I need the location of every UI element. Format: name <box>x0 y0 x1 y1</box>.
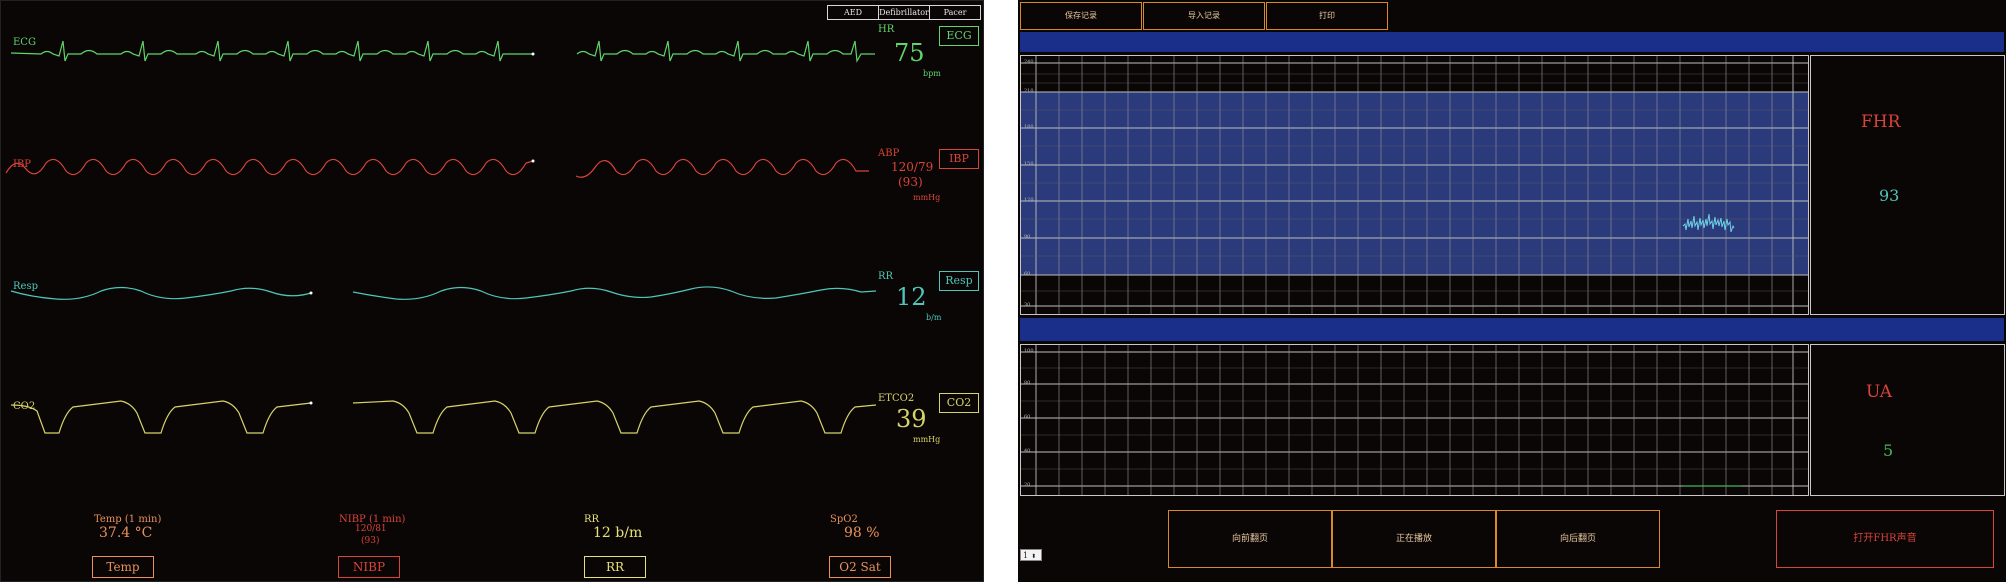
fetal-monitor-screen: 保存记录 导入记录 打印 240 210 180 150 120 90 <box>1018 0 2006 582</box>
fhr-axis-240: 240 <box>1024 59 1034 65</box>
ua-grid-vertical <box>1058 345 1773 495</box>
fhr-axis-30: 30 <box>1024 302 1031 308</box>
select-arrow-icon: ⬍ <box>1031 553 1037 560</box>
co2-cursor-dot <box>309 401 313 405</box>
abp-mean: (93) <box>898 175 923 189</box>
ibp-wave-label: IBP <box>13 159 32 170</box>
playing-button[interactable]: 正在播放 <box>1332 510 1496 568</box>
resp-waveform <box>10 286 312 300</box>
save-record-button[interactable]: 保存记录 <box>1020 2 1142 30</box>
ibp-waveform <box>5 158 534 176</box>
ua-grid-minor <box>1021 367 1808 470</box>
ecg-waveform <box>10 40 533 62</box>
fhr-trace <box>1682 213 1735 233</box>
co2-waveform <box>10 400 312 434</box>
ibp-cursor-dot <box>531 159 535 163</box>
hr-value: 75 <box>894 39 925 67</box>
fhr-grid-vertical <box>1058 56 1773 314</box>
patient-monitor-screen: AED Defibrillator Pacer ECG IBP Resp CO2… <box>0 0 984 582</box>
print-button[interactable]: 打印 <box>1266 2 1388 30</box>
ua-axis-80: 80 <box>1024 380 1031 386</box>
resp-button[interactable]: Resp <box>939 271 979 291</box>
playback-speed-value: 1 <box>1023 551 1029 560</box>
ua-header-bar <box>1020 318 2004 341</box>
hr-label: HR <box>878 24 895 35</box>
fhr-chart-panel: 240 210 180 150 120 90 60 30 <box>1020 55 1809 315</box>
temp-title: Temp (1 min) <box>94 514 162 525</box>
ecg-cursor-dot <box>531 52 535 56</box>
ua-label: UA <box>1866 382 1893 402</box>
rr-bottom-value: 12 b/m <box>593 525 643 541</box>
fhr-readout-panel: FHR 93 <box>1810 55 2005 315</box>
co2-wave-label: CO2 <box>13 401 36 412</box>
abp-value: 120/79 <box>891 160 934 174</box>
spo2-value: 98 % <box>844 525 880 541</box>
temp-button[interactable]: Temp <box>92 556 154 578</box>
fhr-axis-180: 180 <box>1024 124 1034 130</box>
ua-axis-100: 100 <box>1024 348 1034 354</box>
resp-cursor-dot <box>309 291 313 295</box>
ecg-wave-label: ECG <box>13 37 36 48</box>
fhr-header-bar <box>1020 32 2004 52</box>
ecg-button[interactable]: ECG <box>939 26 979 46</box>
fhr-axis-150: 150 <box>1024 161 1034 167</box>
rr-bottom-title: RR <box>584 514 600 525</box>
spo2-title: SpO2 <box>830 514 858 525</box>
playback-speed-select[interactable]: 1⬍ <box>1020 549 1042 561</box>
temp-value: 37.4 °C <box>99 525 153 541</box>
page-back-button[interactable]: 向后翻页 <box>1496 510 1660 568</box>
etco2-label: ETCO2 <box>878 393 915 404</box>
ibp-button[interactable]: IBP <box>939 149 979 169</box>
pacer-mode-button[interactable]: Pacer <box>929 5 981 20</box>
rr-unit: b/m <box>926 313 942 322</box>
resp-wave-label: Resp <box>13 281 38 292</box>
fhr-grid-minor <box>1021 73 1808 292</box>
rr-value: 12 <box>896 283 927 311</box>
fhr-grid <box>1021 56 1808 314</box>
co2-waveform-2 <box>352 400 877 434</box>
defibrillator-mode-button[interactable]: Defibrillator <box>878 5 930 20</box>
etco2-unit: mmHg <box>913 435 941 444</box>
ecg-waveform-2 <box>576 40 875 63</box>
nibp-mean: (93) <box>361 536 380 546</box>
ua-readout-panel: UA 5 <box>1810 344 2005 496</box>
nibp-title: NIBP (1 min) <box>339 514 406 525</box>
rr-button[interactable]: RR <box>584 556 646 578</box>
fhr-normal-range-band <box>1021 92 1808 275</box>
fhr-chart <box>1021 56 1808 314</box>
waveform-area <box>5 40 877 434</box>
ua-chart <box>1021 345 1808 495</box>
hr-unit: bpm <box>923 69 941 78</box>
fhr-axis-120: 120 <box>1024 197 1034 203</box>
ua-axis-60: 60 <box>1024 414 1031 420</box>
resp-waveform-2 <box>352 286 877 300</box>
ua-grid <box>1021 345 1808 495</box>
abp-label: ABP <box>878 148 900 159</box>
fhr-axis-60: 60 <box>1024 271 1031 277</box>
rr-label: RR <box>878 271 894 282</box>
fhr-value: 93 <box>1879 186 1900 205</box>
o2-sat-button[interactable]: O2 Sat <box>829 556 891 578</box>
ua-chart-panel: 100 80 60 40 20 <box>1020 344 1809 496</box>
etco2-value: 39 <box>896 405 927 433</box>
import-record-button[interactable]: 导入记录 <box>1143 2 1265 30</box>
nibp-button[interactable]: NIBP <box>338 556 400 578</box>
co2-button[interactable]: CO2 <box>939 393 979 413</box>
abp-unit: mmHg <box>913 193 941 202</box>
nibp-value: 120/81 <box>355 524 387 534</box>
page-forward-button[interactable]: 向前翻页 <box>1168 510 1332 568</box>
fhr-sound-toggle-button[interactable]: 打开FHR声音 <box>1776 510 1994 568</box>
ua-axis-40: 40 <box>1024 448 1031 454</box>
fhr-axis-90: 90 <box>1024 234 1031 240</box>
ua-axis-20: 20 <box>1024 482 1031 488</box>
fhr-label: FHR <box>1861 112 1901 132</box>
fhr-axis-210: 210 <box>1024 88 1034 94</box>
ibp-waveform-2 <box>575 158 869 178</box>
ua-value: 5 <box>1883 441 1894 460</box>
